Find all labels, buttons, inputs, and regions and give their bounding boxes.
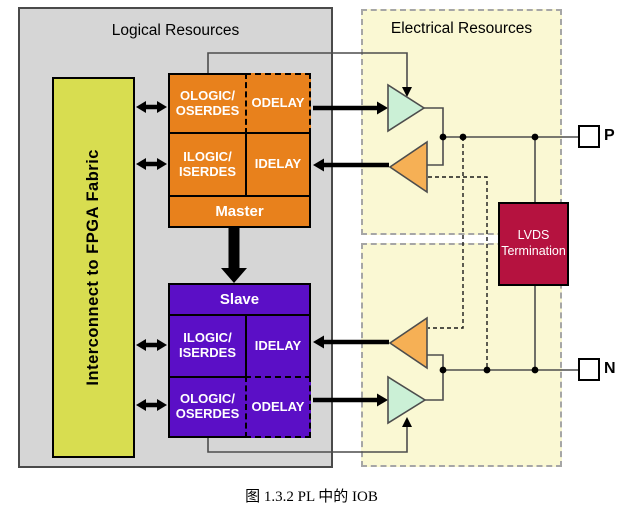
n-to-p-input-dashed-wire — [428, 176, 488, 370]
master-to-slave-arrow — [221, 227, 247, 283]
slave-idelay-box: IDELAY — [245, 314, 311, 378]
fabric-slave-ilogic-arrow — [136, 339, 167, 351]
junction-dot — [531, 133, 539, 141]
lvds-termination-box: LVDS Termination — [498, 202, 569, 286]
master-idelay-box: IDELAY — [245, 132, 311, 197]
master-odelay-box: ODELAY — [245, 73, 311, 134]
figure-caption: 图 1.3.2 PL 中的 IOB — [245, 489, 378, 505]
n-output-buffer-wire — [425, 370, 444, 401]
master-ologic-oserdes-box: OLOGIC/ OSERDES — [168, 73, 247, 134]
arrowhead-left-icon — [313, 335, 324, 349]
slave-ologic-oserdes-box: OLOGIC/ OSERDES — [168, 376, 247, 438]
junction-dot — [459, 133, 467, 141]
interconnect-fabric-box: Interconnect to FPGA Fabric — [52, 77, 135, 458]
logical-resources-title: Logical Resources — [111, 22, 240, 39]
junction-dot — [531, 366, 539, 374]
arrowhead-right-icon — [377, 393, 388, 407]
p-output-buffer-wire — [424, 107, 444, 137]
fabric-slave-ologic-arrow — [136, 399, 167, 411]
arrowhead-down-icon — [402, 87, 412, 97]
arrowhead-up-icon — [402, 417, 412, 427]
electrical-resources-title: Electrical Resources — [390, 20, 533, 37]
p-to-n-input-dashed-wire — [428, 137, 464, 329]
junction-dot — [483, 366, 491, 374]
pad-n-label: N — [604, 360, 616, 377]
master-bar: Master — [168, 195, 311, 228]
fabric-master-ilogic-arrow — [136, 158, 167, 170]
output-buffer-n-icon — [387, 375, 427, 425]
interconnect-fabric-label: Interconnect to FPGA Fabric — [84, 149, 102, 386]
pad-p-label: P — [604, 127, 615, 144]
pad-n-square — [578, 358, 600, 381]
input-buffer-n-icon — [388, 316, 428, 370]
n-input-buffer-wire — [427, 354, 444, 370]
slave-ilogic-iserdes-box: ILOGIC/ ISERDES — [168, 314, 247, 378]
junction-dot — [439, 366, 447, 374]
fabric-master-ologic-arrow — [136, 101, 167, 113]
tristate-control-wire-bottom — [207, 426, 408, 453]
output-buffer-p-icon — [387, 83, 426, 133]
slave-bar: Slave — [168, 283, 311, 316]
arrowhead-right-icon — [377, 101, 388, 115]
arrowhead-left-icon — [313, 158, 324, 172]
input-buffer-p-icon — [388, 140, 428, 194]
slave-odelay-box: ODELAY — [245, 376, 311, 438]
pad-p-square — [578, 125, 600, 148]
junction-dot — [439, 133, 447, 141]
p-input-buffer-wire — [427, 137, 444, 166]
tristate-control-wire-top — [207, 52, 408, 88]
master-ilogic-iserdes-box: ILOGIC/ ISERDES — [168, 132, 247, 197]
